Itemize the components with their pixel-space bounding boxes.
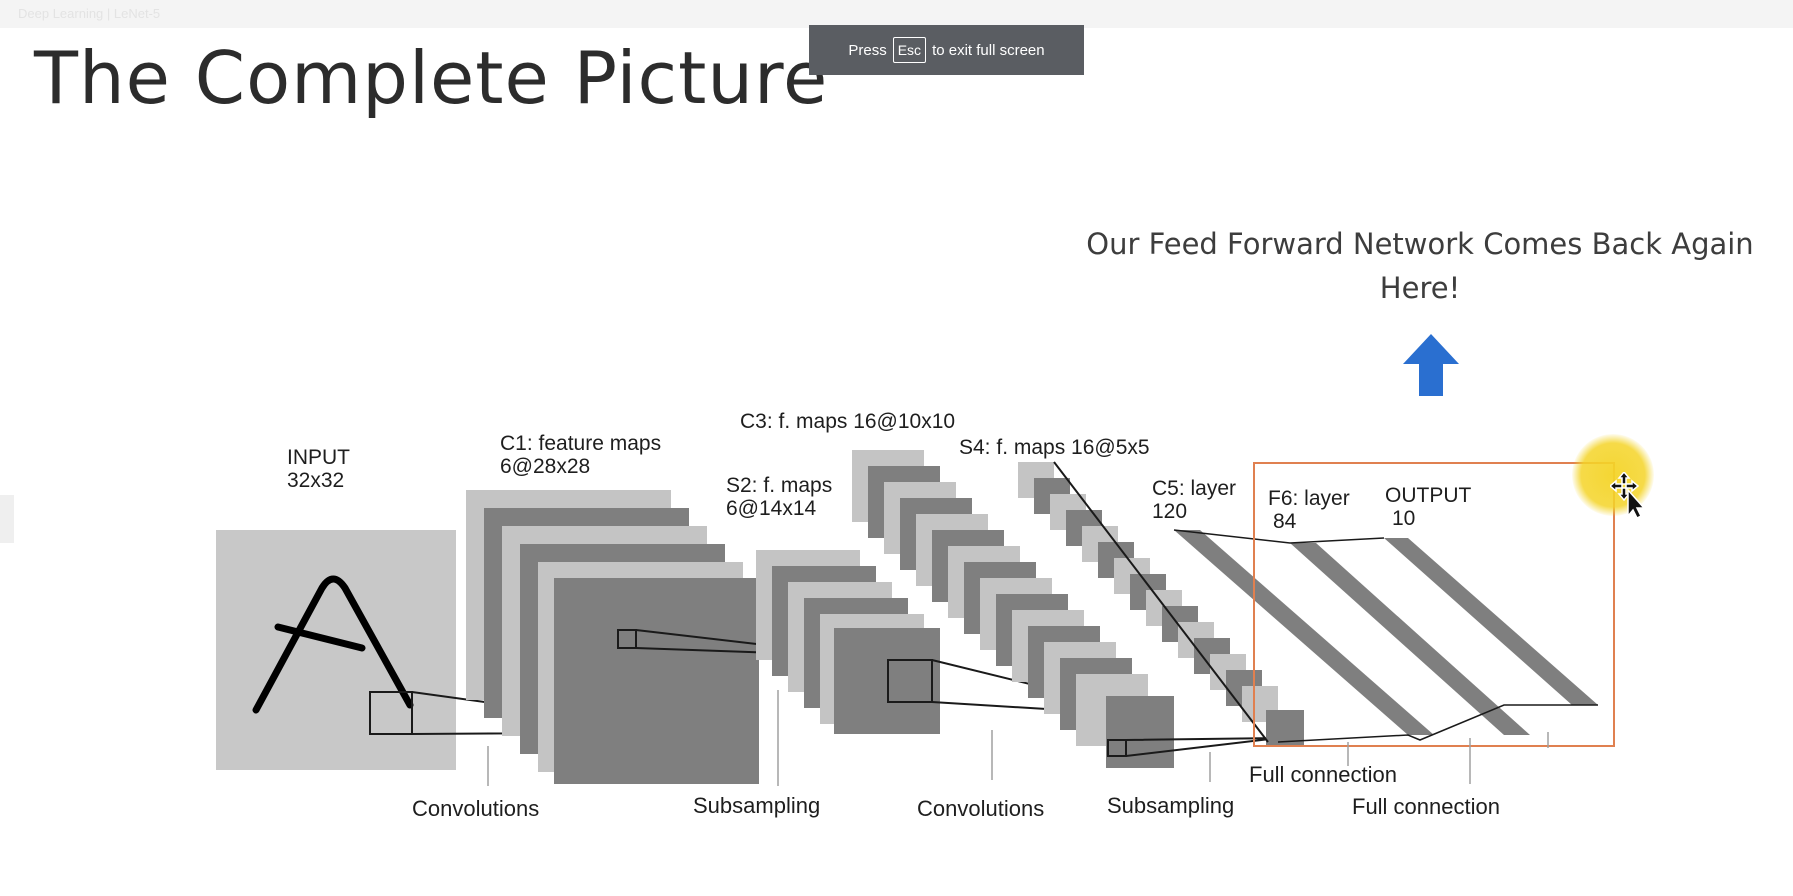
s2-receptive-field [887, 659, 933, 703]
window-top-strip: Deep Learning | LeNet-5 [0, 0, 1793, 28]
slide-caption: Our Feed Forward Network Comes Back Agai… [1075, 222, 1765, 310]
s2-size-label: 6@14x14 [726, 497, 817, 520]
op-convolutions-2: Convolutions [917, 796, 1044, 821]
cursor-highlight [1572, 434, 1654, 516]
c3-receptive-field [1107, 739, 1127, 757]
f6-layer-band [1290, 543, 1530, 735]
c5-size-label: 120 [1152, 500, 1187, 523]
s2-label: S2: f. maps [726, 474, 832, 497]
banner-prefix: Press [848, 41, 887, 59]
move-cursor-icon [1610, 472, 1644, 518]
op-subsampling-2: Subsampling [1107, 793, 1234, 818]
input-glyph-a [252, 575, 414, 714]
c1-size-label: 6@28x28 [500, 455, 590, 478]
op-full-connection-1: Full connection [1249, 762, 1397, 787]
window-title-ghost: Deep Learning | LeNet-5 [18, 6, 161, 21]
caption-line-1: Our Feed Forward Network Comes Back Agai… [1086, 227, 1754, 261]
c1-label: C1: feature maps [500, 432, 661, 455]
output-label: OUTPUT [1385, 484, 1472, 507]
fc-bottom-connections [1277, 704, 1598, 743]
s4-label: S4: f. maps 16@5x5 [959, 436, 1150, 459]
input-glyph-bar [274, 623, 366, 652]
fc-highlight-box [1253, 462, 1615, 747]
input-receptive-field [369, 691, 413, 735]
c5-label: C5: layer [1152, 477, 1236, 500]
f6-label: F6: layer [1268, 487, 1350, 510]
fullscreen-exit-banner: Press Esc to exit full screen [809, 25, 1084, 75]
output-layer-band [1384, 538, 1598, 705]
input-plane [216, 530, 456, 770]
op-subsampling-1: Subsampling [693, 793, 820, 818]
s4-to-c5-line [1053, 461, 1269, 743]
c1-map-6 [554, 578, 759, 784]
banner-suffix: to exit full screen [932, 41, 1045, 59]
side-nav-tab[interactable] [0, 495, 14, 543]
op-convolutions-1: Convolutions [412, 796, 539, 821]
op-full-connection-2: Full connection [1352, 794, 1500, 819]
c1-receptive-field [617, 629, 637, 649]
slide-title: The Complete Picture [34, 36, 829, 120]
up-arrow-icon [1403, 334, 1459, 396]
s4-map-16 [1266, 710, 1304, 746]
input-label: INPUT [287, 446, 350, 469]
c3-label: C3: f. maps 16@10x10 [740, 410, 955, 433]
esc-key-badge: Esc [892, 37, 927, 63]
c5-layer-band [1174, 530, 1434, 735]
output-size-label: 10 [1392, 507, 1415, 530]
caption-line-2: Here! [1379, 271, 1461, 305]
input-size-label: 32x32 [287, 469, 344, 492]
c3-map-16 [1106, 696, 1174, 768]
fc-top-connections [1173, 529, 1385, 544]
f6-size-label: 84 [1273, 510, 1297, 533]
